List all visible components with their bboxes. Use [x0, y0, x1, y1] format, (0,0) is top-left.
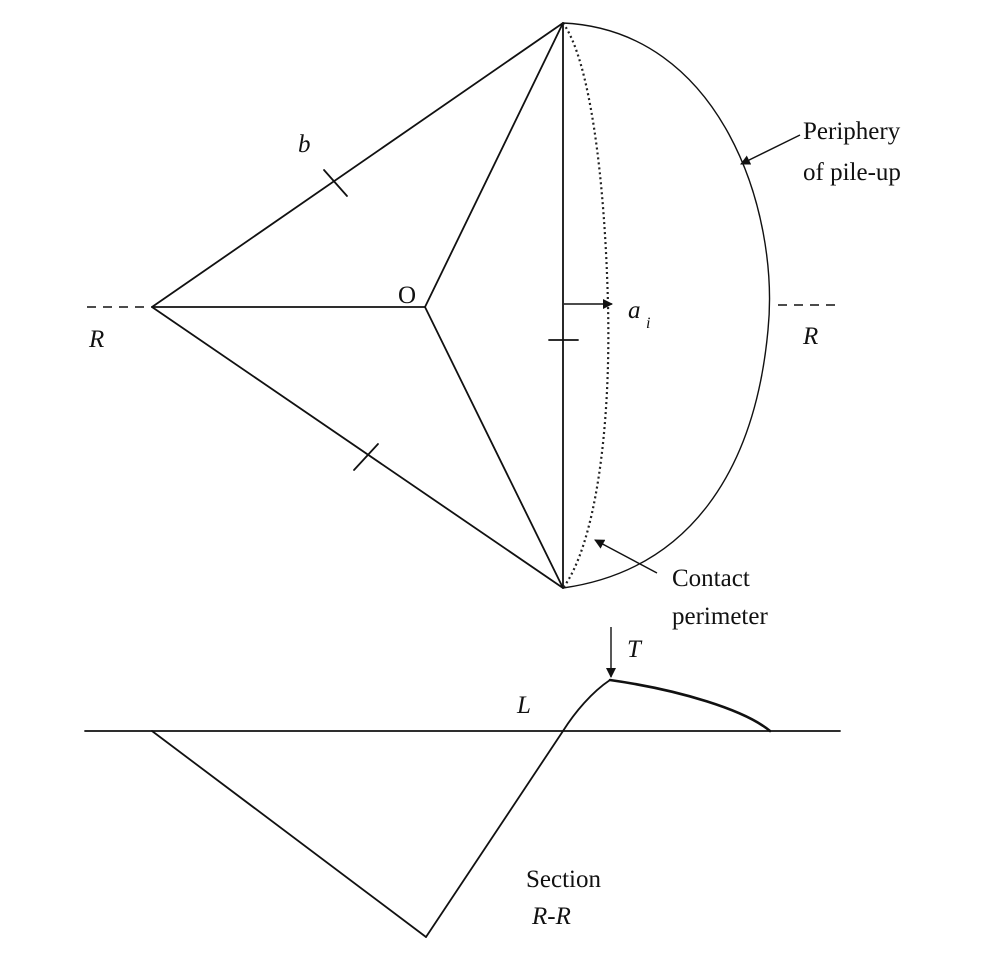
label-l-point: L: [516, 692, 531, 719]
indent-edge-lower: [151, 306, 564, 589]
label-periphery-line1: Periphery: [803, 118, 901, 145]
label-b: b: [298, 131, 311, 158]
label-section-title-line2: R-R: [531, 903, 571, 930]
ridge-to-bottom-corner: [424, 306, 564, 589]
label-contact-line2: perimeter: [672, 603, 768, 630]
label-a-subscript: i: [646, 315, 650, 332]
contact-perimeter-curve: [562, 22, 610, 589]
label-section-left: R: [88, 326, 104, 353]
label-section-right: R: [802, 323, 818, 350]
indent-edge-upper: [151, 22, 564, 308]
indent-profile-right-flank: [425, 730, 564, 938]
tick-mark-upper: [323, 169, 348, 197]
pile-up-profile-fall: [608, 678, 772, 733]
plan-view: b O a i R R Periphery of pile-up Contact…: [87, 22, 901, 630]
ridge-to-top-corner: [424, 22, 564, 308]
label-section-title-line1: Section: [526, 866, 601, 893]
contact-leader-arrow: [594, 539, 658, 574]
tick-mark-lower: [353, 443, 379, 471]
indent-profile-left-flank: [151, 730, 427, 938]
label-origin: O: [398, 282, 416, 309]
periphery-leader-arrow: [740, 134, 801, 165]
pile-up-periphery-curve: [562, 22, 771, 589]
label-periphery-line2: of pile-up: [803, 159, 901, 186]
label-contact-line1: Contact: [672, 565, 750, 592]
label-t-point: T: [627, 636, 643, 663]
section-view: T L Section R-R: [84, 627, 841, 938]
label-a: a: [628, 297, 641, 324]
pile-up-profile-rise: [562, 679, 611, 732]
